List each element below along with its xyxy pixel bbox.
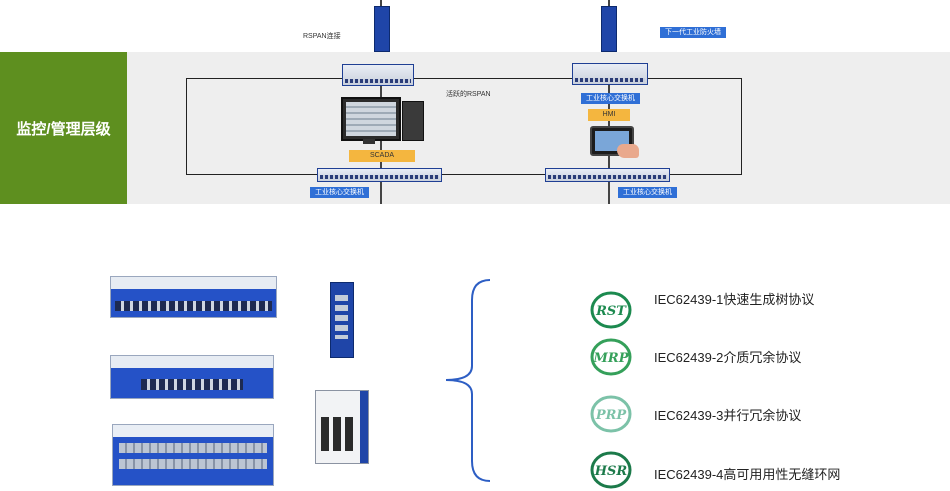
firewall-tag: 下一代工业防火墙 (660, 27, 726, 38)
active-rspan-label: 活跃的RSPAN (446, 91, 491, 98)
din-switch-white (315, 390, 369, 464)
hmi-tag: HMI (588, 109, 630, 121)
svg-text:RST: RST (595, 304, 627, 319)
protocol-label-rstp: IEC62439-1快速生成树协议 (654, 292, 815, 307)
monitoring-band (0, 52, 950, 204)
protocol-label-mrp: IEC62439-2介质冗余协议 (654, 350, 802, 365)
scada-monitor-stand (363, 139, 375, 144)
top-din-device-right (601, 6, 617, 52)
ring-top-line (186, 78, 742, 79)
hsr-logo-icon: HSR (590, 451, 632, 489)
rstp-logo-icon: RST (590, 291, 632, 329)
core-switch-bottom-left (317, 168, 442, 182)
protocol-label-prp: IEC62439-3并行冗余协议 (654, 408, 802, 423)
core-switch-top-left (342, 64, 414, 86)
scada-tag: SCADA (349, 150, 415, 162)
core-switch-top-right (572, 63, 648, 85)
rspan-link-label: RSPAN连接 (303, 33, 341, 40)
din-switch-blue (330, 282, 354, 358)
protocol-label-hsr: IEC62439-4高可用用性无缝环网 (654, 467, 841, 482)
scada-pc-tower (402, 101, 424, 141)
hmi-hand (617, 144, 639, 158)
core-switch-label-bottom-left: 工业核心交换机 (310, 187, 369, 198)
svg-text:HSR: HSR (594, 464, 628, 479)
ring-bottom-line (186, 174, 742, 175)
svg-text:PRP: PRP (595, 408, 628, 423)
band-label: 监控/管理层级 (0, 52, 127, 204)
rack-switch-1 (110, 276, 277, 318)
rack-switch-3 (112, 424, 274, 486)
curly-brace (445, 279, 491, 482)
prp-logo-icon: PRP (590, 395, 632, 433)
rack-switch-2 (110, 355, 274, 399)
ring-right-line (741, 78, 742, 175)
core-switch-label-top-right: 工业核心交换机 (581, 93, 640, 104)
mrp-logo-icon: MRP (590, 338, 632, 376)
core-switch-bottom-right (545, 168, 670, 182)
core-switch-label-bottom-right: 工业核心交换机 (618, 187, 677, 198)
ring-left-line (186, 78, 187, 175)
top-din-device-left (374, 6, 390, 52)
scada-monitor (341, 97, 401, 141)
svg-text:MRP: MRP (593, 351, 630, 366)
